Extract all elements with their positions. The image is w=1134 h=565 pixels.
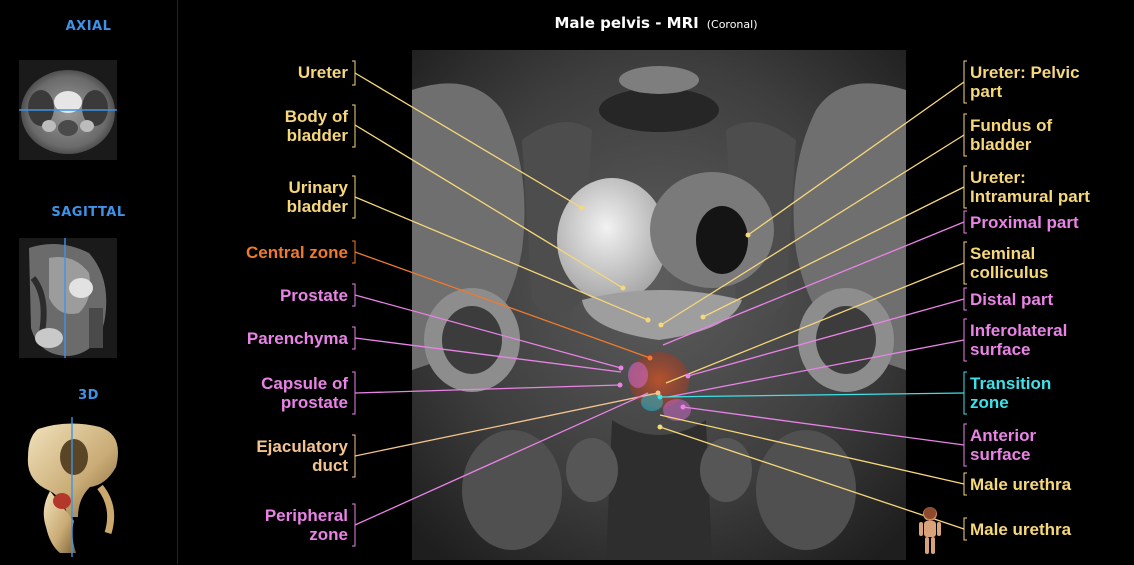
body-locator-icon[interactable]	[916, 506, 944, 556]
axial-thumbnail[interactable]	[19, 60, 117, 160]
label-prostate[interactable]: Prostate	[280, 286, 348, 305]
sagittal-view-label: SAGITTAL	[0, 205, 177, 220]
page-title: Male pelvis - MRI	[555, 14, 699, 32]
label-distal-part[interactable]: Distal part	[970, 290, 1053, 309]
3d-view-label: 3D	[0, 388, 177, 403]
mri-coronal-image[interactable]	[412, 50, 906, 560]
label-ureter-intramural-part[interactable]: Ureter:Intramural part	[970, 168, 1090, 206]
label-ureter[interactable]: Ureter	[298, 63, 348, 82]
label-male-urethra-2[interactable]: Male urethra	[970, 520, 1071, 539]
label-central-zone[interactable]: Central zone	[246, 243, 348, 262]
main-viewer: Male pelvis - MRI (Coronal)	[178, 0, 1134, 564]
view-title: Male pelvis - MRI (Coronal)	[178, 14, 1134, 32]
label-parenchyma[interactable]: Parenchyma	[247, 329, 348, 348]
sagittal-thumbnail[interactable]	[19, 238, 117, 358]
label-proximal-part[interactable]: Proximal part	[970, 213, 1079, 232]
view-orientation: (Coronal)	[707, 18, 758, 31]
3d-thumbnail[interactable]	[20, 417, 130, 557]
view-sidebar: AXIAL SAGITTAL	[0, 0, 178, 564]
axial-view-label: AXIAL	[0, 19, 177, 34]
label-male-urethra-1[interactable]: Male urethra	[970, 475, 1071, 494]
